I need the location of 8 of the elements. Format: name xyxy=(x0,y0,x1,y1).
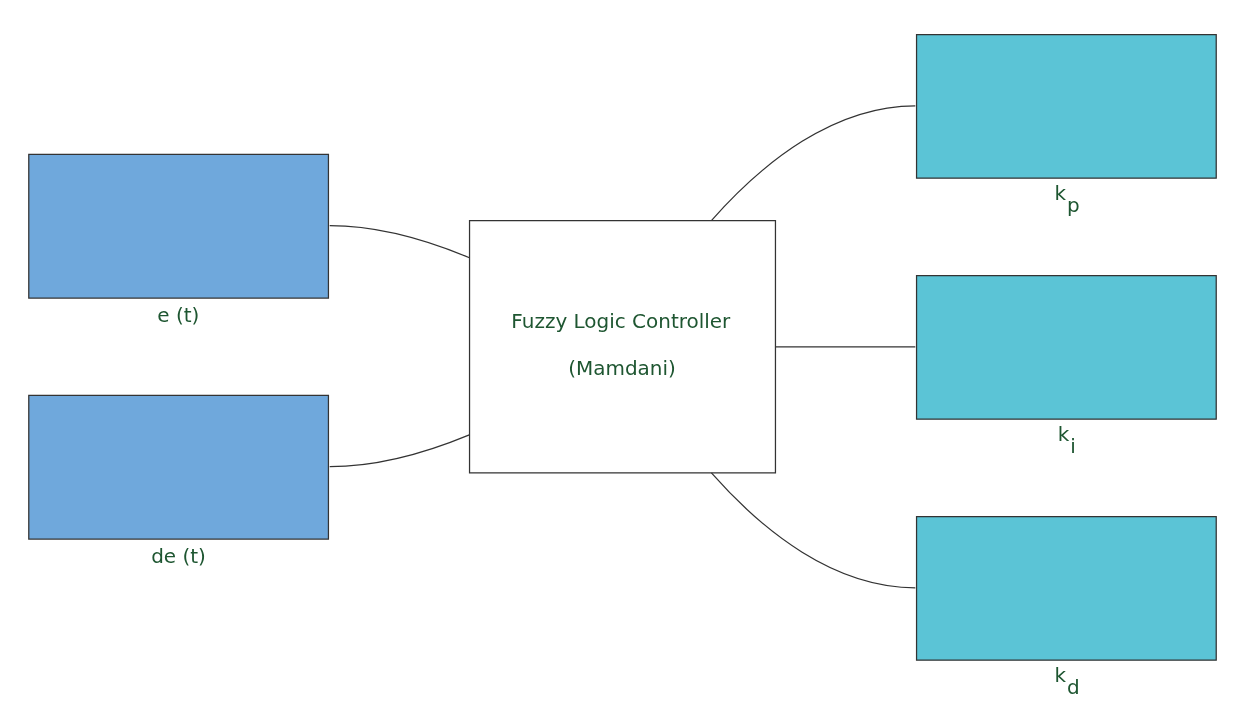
connector xyxy=(329,225,471,259)
node-label: de (t) xyxy=(151,543,206,568)
connector xyxy=(710,472,916,589)
connector xyxy=(775,346,916,348)
node-label: e (t) xyxy=(157,302,200,327)
connector xyxy=(710,105,916,222)
node-box: Fuzzy Logic Controller (Mamdani) xyxy=(468,220,777,474)
connector xyxy=(329,434,470,468)
